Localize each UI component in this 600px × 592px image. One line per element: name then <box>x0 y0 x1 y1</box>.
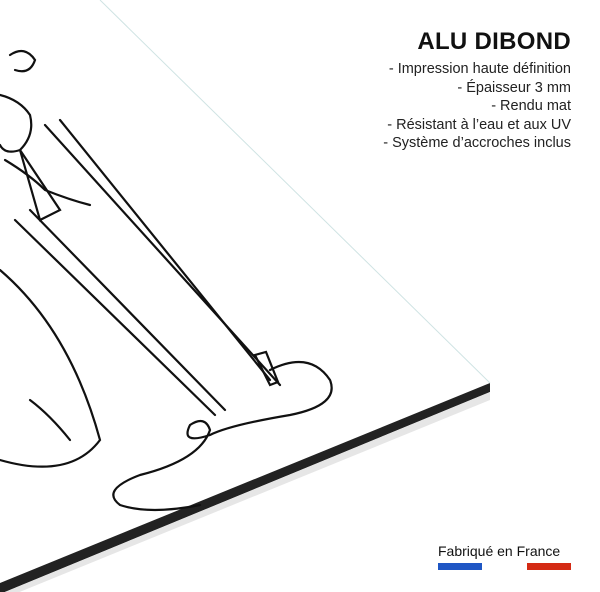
feature-item: - Système d’accroches inclus <box>383 135 571 151</box>
made-in-france-label: Fabriqué en France <box>438 543 561 559</box>
feature-item: - Résistant à l’eau et aux UV <box>387 116 571 133</box>
product-title: ALU DIBOND <box>417 28 571 55</box>
feature-item: - Rendu mat <box>491 98 571 114</box>
made-in-france-badge: Fabriqué en France <box>438 543 572 570</box>
panel-edge <box>0 383 490 592</box>
feature-item: - Épaisseur 3 mm <box>457 79 571 96</box>
panel-shadow <box>4 392 490 592</box>
product-specs: ALU DIBOND - Impression haute définition… <box>383 28 571 153</box>
feature-item: - Impression haute définition <box>388 61 571 77</box>
flag-red-bar <box>527 563 571 570</box>
sketch-artwork <box>0 49 333 512</box>
panel-top-edge <box>99 0 491 384</box>
flag-blue-bar <box>438 563 482 570</box>
